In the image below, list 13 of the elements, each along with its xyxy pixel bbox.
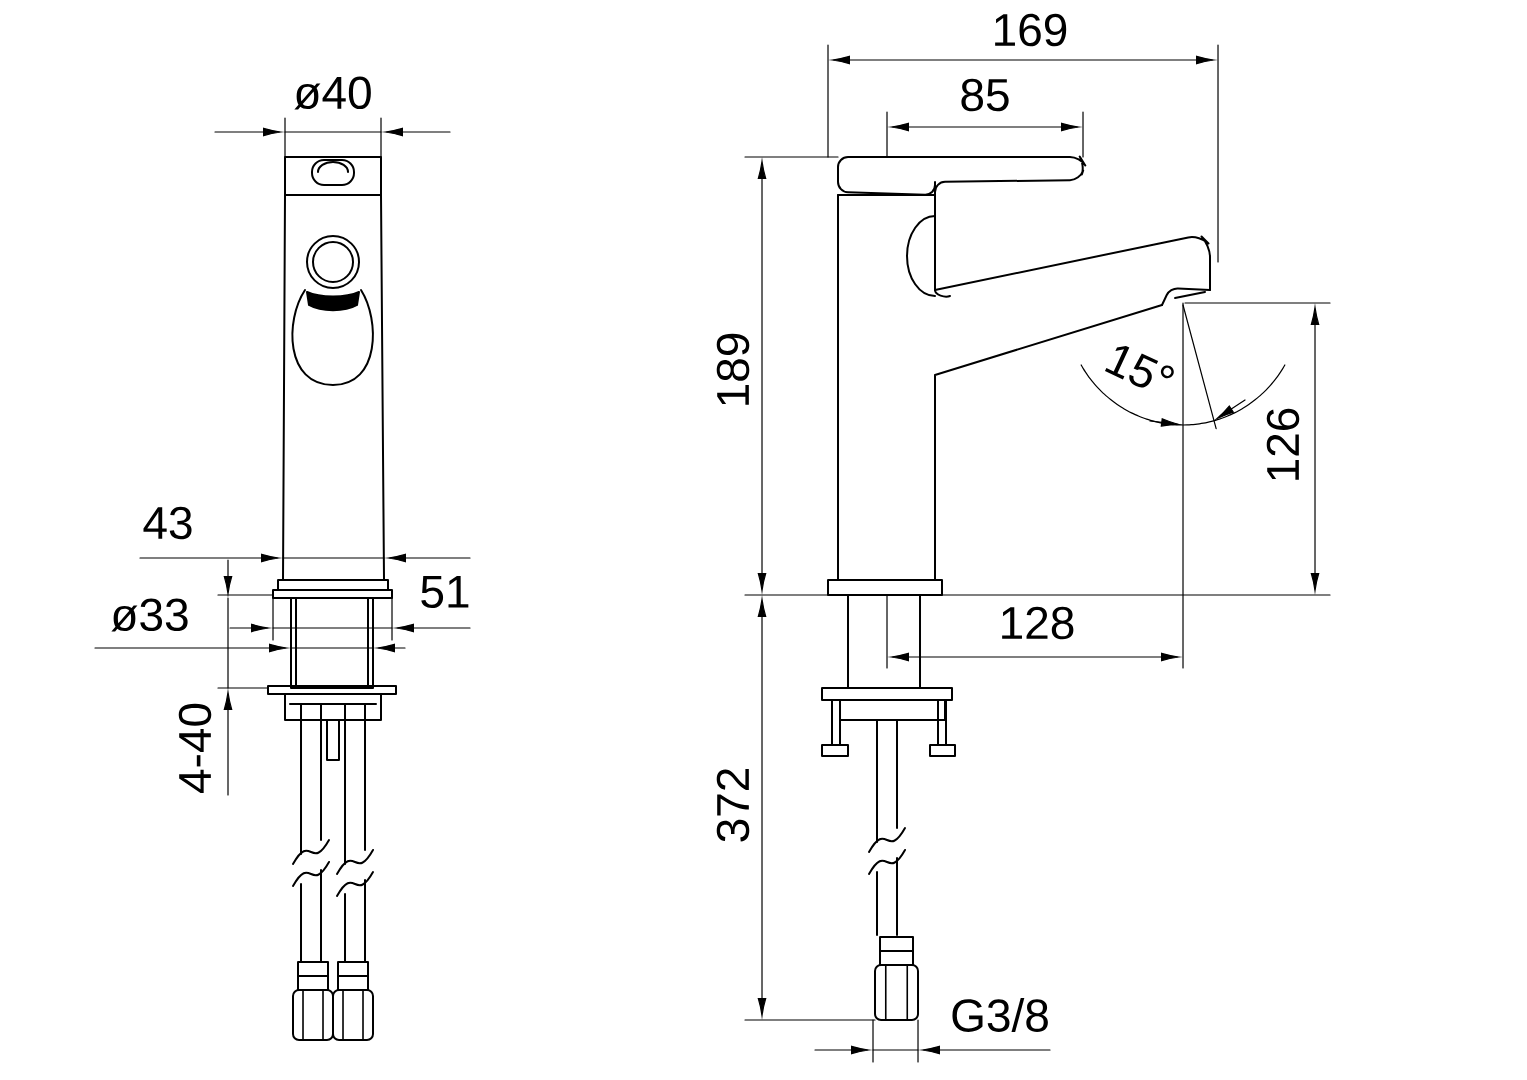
- dimension-label: 43: [143, 506, 192, 540]
- dimension-label: 189: [716, 333, 750, 405]
- dimension-label: 126: [1266, 408, 1300, 480]
- dimension-label: 372: [716, 768, 750, 842]
- dimension-label: 15°: [1105, 346, 1174, 388]
- dimension-label: G3/8: [952, 998, 1048, 1032]
- dimension-label: 128: [1002, 606, 1074, 640]
- dimension-label: 169: [995, 13, 1067, 47]
- dimension-label: ø33: [111, 598, 188, 632]
- dimension-label: 4-40: [178, 703, 212, 793]
- dimension-label: 85: [961, 78, 1009, 112]
- dimension-label: 51: [421, 575, 469, 609]
- dimension-label: ø40: [294, 76, 371, 110]
